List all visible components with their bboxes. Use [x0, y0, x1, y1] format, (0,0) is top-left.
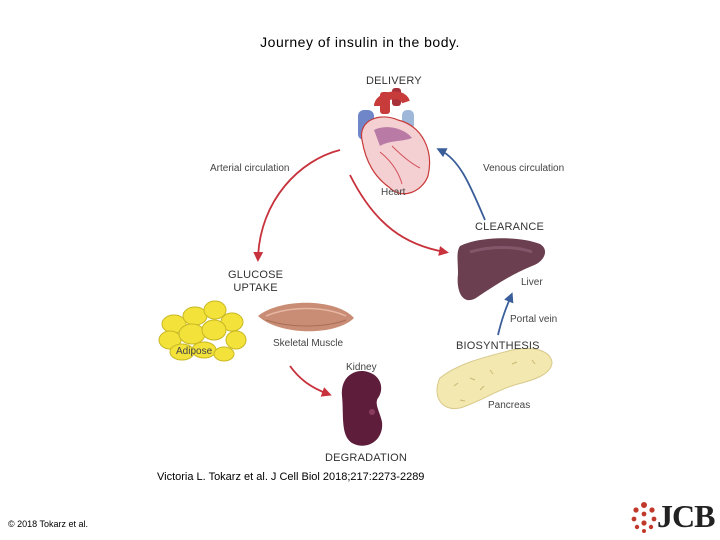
stage-glucose-uptake-line1: GLUCOSE [228, 269, 284, 281]
label-arterial-circulation: Arterial circulation [210, 163, 290, 174]
portal-vein-arrow [497, 292, 514, 336]
jcb-logo-mark-icon [631, 502, 657, 533]
diagram-artwork [158, 88, 553, 446]
label-kidney: Kidney [346, 362, 377, 373]
muscle-to-kidney-arrow [289, 365, 332, 397]
stage-clearance: CLEARANCE [475, 221, 545, 233]
jcb-logo: JCB [630, 498, 718, 534]
liver-illustration [457, 238, 546, 301]
label-venous-circulation: Venous circulation [483, 163, 565, 174]
label-liver: Liver [521, 277, 543, 288]
stage-degradation: DEGRADATION [325, 452, 408, 464]
label-heart: Heart [381, 187, 406, 198]
venous-circulation-arrow [436, 148, 486, 221]
label-pancreas: Pancreas [488, 400, 531, 411]
stage-glucose-uptake: GLUCOSE UPTAKE [228, 269, 283, 295]
insulin-journey-diagram: DELIVERY CLEARANCE GLUCOSE UPTAKE BIOSYN… [140, 60, 580, 470]
stage-delivery: DELIVERY [366, 75, 422, 87]
arterial-circulation-arrow [253, 149, 341, 262]
label-adipose: Adipose [176, 346, 213, 357]
adipose-illustration [158, 300, 247, 362]
slide-title: Journey of insulin in the body. [260, 34, 460, 50]
heart-to-liver-arrow [349, 174, 449, 256]
jcb-logo-text: JCB [657, 498, 715, 534]
skeletal-muscle-illustration [258, 302, 354, 332]
copyright-notice: © 2018 Tokarz et al. [8, 519, 89, 529]
heart-illustration [358, 88, 430, 195]
stage-glucose-uptake-line2: UPTAKE [233, 282, 278, 294]
label-skeletal-muscle: Skeletal Muscle [273, 338, 344, 349]
kidney-illustration [341, 371, 383, 446]
pancreas-illustration [436, 348, 553, 410]
label-portal-vein: Portal vein [510, 314, 558, 325]
stage-biosynthesis: BIOSYNTHESIS [456, 340, 540, 352]
citation: Victoria L. Tokarz et al. J Cell Biol 20… [157, 471, 425, 483]
